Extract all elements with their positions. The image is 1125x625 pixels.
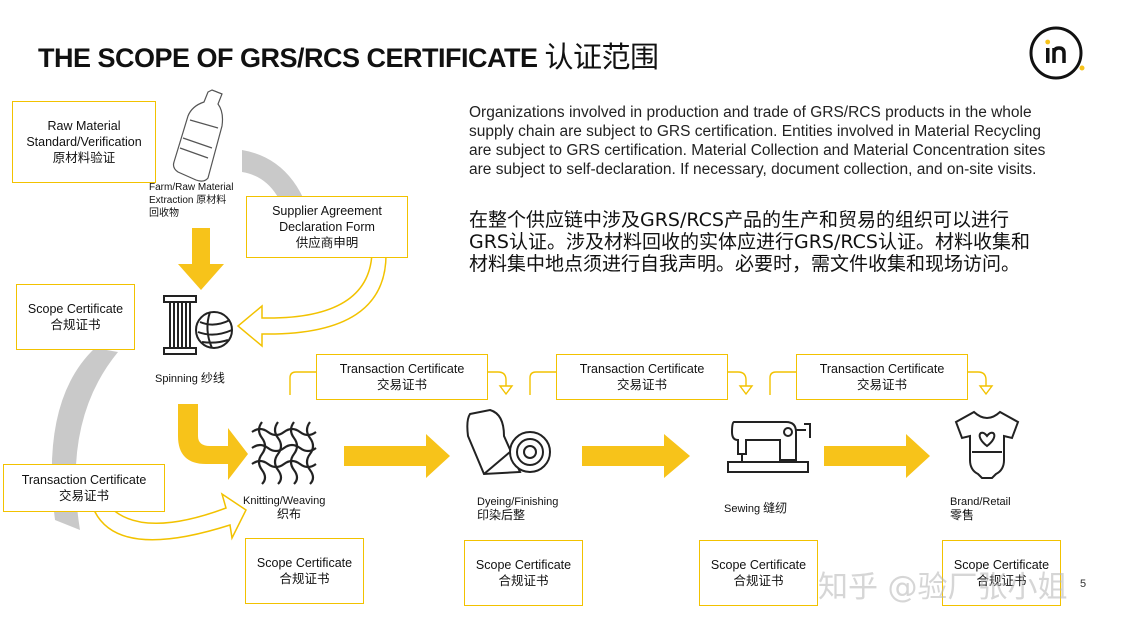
raw-material-line2: Standard/Verification (26, 135, 142, 149)
scope-certificate-spinning-box: Scope Certificate 合规证书 (16, 284, 135, 350)
scope-sew-en: Scope Certificate (710, 558, 807, 572)
spinning-to-knitting-arrow (178, 404, 248, 480)
dye-to-sew-arrow (582, 434, 690, 478)
dyeing-en: Dyeing/Finishing (477, 496, 559, 508)
title-en: THE SCOPE OF GRS/RCS CERTIFICATE (38, 43, 538, 73)
knitting-zh: 织布 (277, 507, 302, 521)
tc2-zh: 交易证书 (616, 378, 667, 392)
stage-sewing-label: Sewing 缝纫 (724, 502, 787, 516)
stage-dyeing-label: Dyeing/Finishing 印染后整 (477, 496, 558, 522)
supplier-line1: Supplier Agreement (272, 204, 382, 218)
stage-farm-label: Farm/Raw Material Extraction 原材料 回收物 (149, 181, 233, 220)
scope-certificate-retail-box: Scope Certificate 合规证书 (942, 540, 1061, 606)
stage-brand-label: Brand/Retail 零售 (950, 496, 1011, 522)
scope-retail-zh: 合规证书 (976, 574, 1027, 588)
supplier-zh: 供应商申明 (295, 236, 359, 250)
sewing-en: Sewing (724, 503, 761, 515)
scope-certificate-sewing-box: Scope Certificate 合规证书 (699, 540, 818, 606)
brand-zh: 零售 (950, 508, 975, 522)
stage-spinning-label: Spinning 纱线 (155, 372, 225, 386)
raw-material-zh: 原材料验证 (52, 151, 116, 165)
yarn-spool-icon (163, 295, 233, 355)
title-zh: 认证范围 (544, 42, 660, 74)
fabric-weave-icon (251, 421, 317, 485)
scope-spinning-zh: 合规证书 (50, 318, 101, 332)
transaction-certificate-box-1: Transaction Certificate 交易证书 (316, 354, 488, 400)
tc2-curve (529, 371, 747, 395)
tc1-curve (289, 371, 507, 395)
scope-retail-en: Scope Certificate (953, 558, 1050, 572)
supplier-to-spinning-arrow (236, 251, 387, 348)
tc2-en: Transaction Certificate (579, 362, 705, 376)
scope-dye-zh: 合规证书 (498, 574, 549, 588)
raw-material-line1: Raw Material (47, 119, 121, 133)
tc-left-zh: 交易证书 (58, 489, 109, 503)
scope-knit-en: Scope Certificate (256, 556, 353, 570)
tc1-zh: 交易证书 (376, 378, 427, 392)
supplier-line2: Declaration Form (279, 220, 375, 234)
scope-knit-zh: 合规证书 (279, 572, 330, 586)
knit-to-dye-arrow (344, 434, 450, 478)
tc-to-knitting-arrow (93, 492, 247, 541)
scope-certificate-knitting-box: Scope Certificate 合规证书 (245, 538, 364, 604)
brand-en: Brand/Retail (950, 496, 1011, 508)
watermark: 知乎 @验厂张小姐 (818, 570, 1068, 605)
raw-material-box: Raw Material Standard/Verification 原材料验证 (12, 101, 156, 183)
farm-zh: 回收物 (149, 208, 179, 219)
baby-onesie-icon (954, 410, 1020, 479)
transaction-certificate-box-3: Transaction Certificate 交易证书 (796, 354, 968, 400)
scope-dye-en: Scope Certificate (475, 558, 572, 572)
transaction-certificate-box-2: Transaction Certificate 交易证书 (556, 354, 728, 400)
farm-line1: Farm/Raw Material (149, 182, 234, 193)
fabric-roll-icon (466, 408, 551, 476)
scope-spinning-en: Scope Certificate (27, 302, 124, 316)
tc3-curve (769, 371, 987, 395)
scope-certificate-dyeing-box: Scope Certificate 合规证书 (464, 540, 583, 606)
farm-to-spinning-arrow (178, 228, 224, 290)
page-number: 5 (1080, 578, 1087, 590)
farm-line2: Extraction 原材料 (149, 195, 227, 206)
description-zh: 在整个供应链中涉及GRS/RCS产品的生产和贸易的组织可以进行GRS认证。涉及材… (469, 209, 1030, 275)
bottle-icon (172, 89, 224, 182)
supplier-declaration-box: Supplier Agreement Declaration Form 供应商申… (246, 196, 408, 258)
sewing-machine-icon (727, 421, 811, 473)
sew-to-retail-arrow (824, 434, 930, 478)
tc-left-en: Transaction Certificate (21, 473, 147, 487)
logo-in-icon (1029, 26, 1085, 80)
scope-sew-zh: 合规证书 (733, 574, 784, 588)
stage-knitting-label: Knitting/Weaving 织布 (243, 495, 325, 521)
transaction-certificate-left-box: Transaction Certificate 交易证书 (3, 464, 165, 512)
tc3-zh: 交易证书 (856, 378, 907, 392)
page-title: THE SCOPE OF GRS/RCS CERTIFICATE 认证范围 (38, 34, 659, 76)
spinning-en: Spinning (155, 373, 198, 385)
knitting-en: Knitting/Weaving (243, 495, 326, 507)
tc3-en: Transaction Certificate (819, 362, 945, 376)
dyeing-zh: 印染后整 (477, 508, 526, 522)
spinning-zh: 纱线 (200, 371, 225, 385)
description-en: Organizations involved in production and… (469, 104, 1046, 178)
sewing-zh: 缝纫 (763, 501, 788, 515)
tc1-en: Transaction Certificate (339, 362, 465, 376)
